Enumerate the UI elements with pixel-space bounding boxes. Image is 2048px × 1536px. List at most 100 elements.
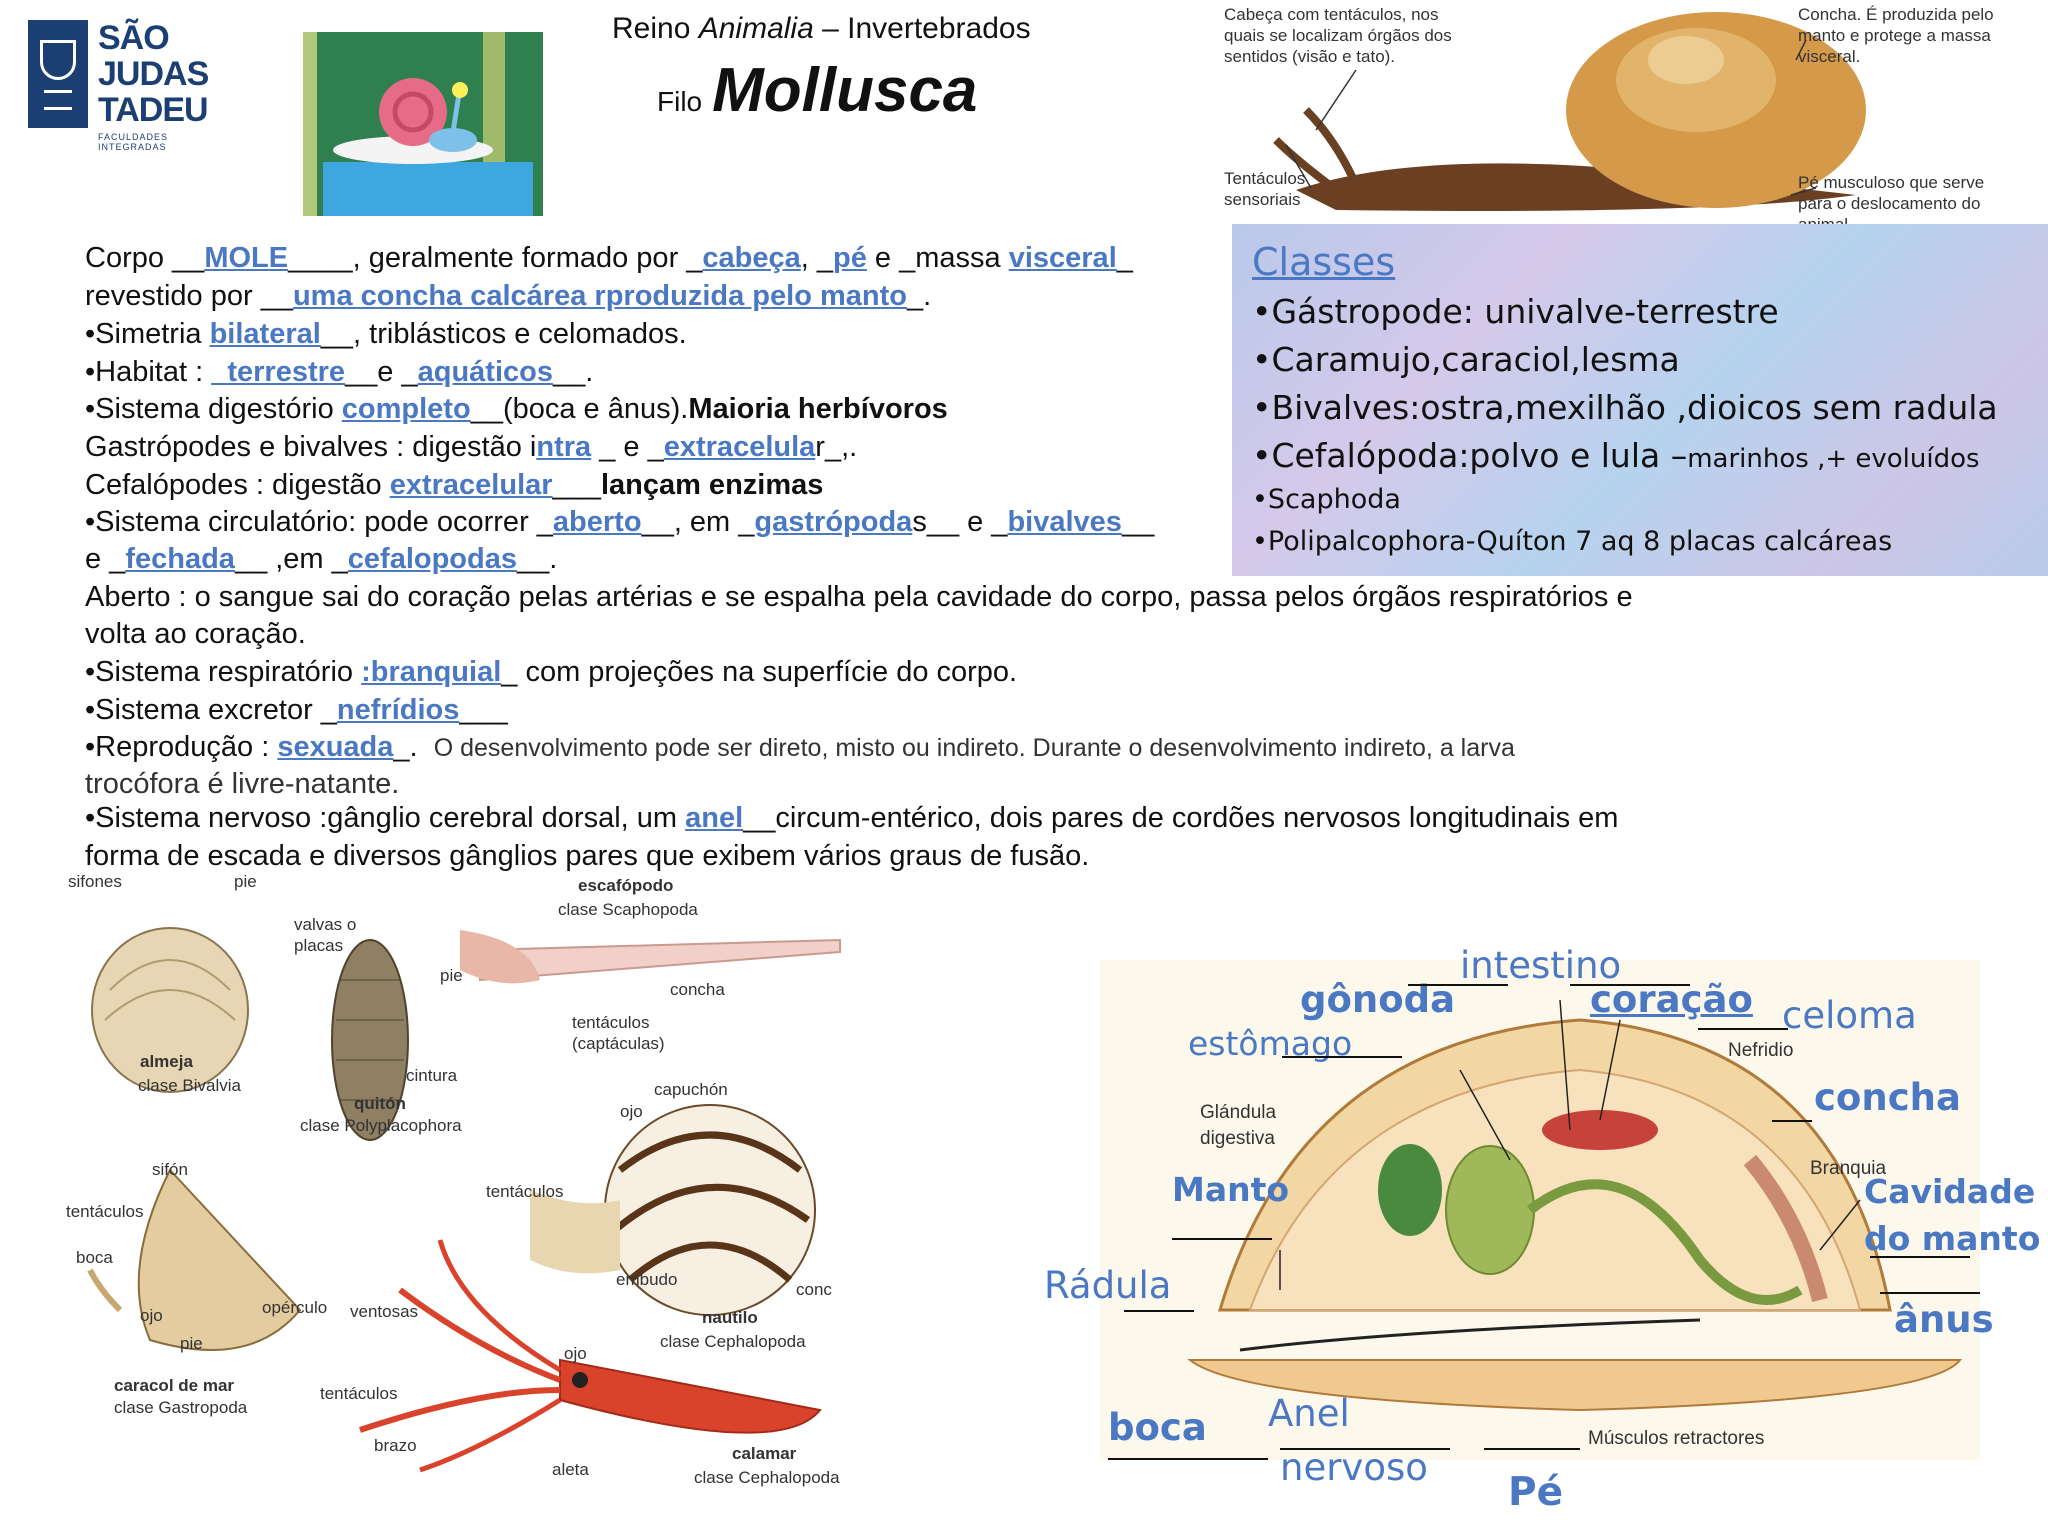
sea-snail-shell (137, 1168, 302, 1351)
mollusc-anatomy-diagram (1100, 960, 1980, 1460)
label-escafopodo-clase: clase Scaphopoda (558, 900, 698, 919)
label-conc: conc (796, 1280, 832, 1299)
text-line-circulatorio: •Sistema circulatório: pode ocorrer _abe… (85, 506, 1155, 538)
squid-arm (437, 1239, 562, 1373)
label-manto: Manto (1172, 1170, 1290, 1209)
class-item: •Cefalópoda:polvo e lula –marinhos ,+ ev… (1252, 436, 1980, 475)
label-anel: Anel (1268, 1392, 1350, 1435)
sea-snail-tentacle (87, 1268, 123, 1313)
squid-mantle (559, 1358, 822, 1434)
gills (1743, 1154, 1828, 1302)
label-capuchon: capuchón (654, 1080, 728, 1099)
logo: SÃO JUDAS TADEU FACULDADES INTEGRADAS (28, 20, 228, 152)
shell (379, 78, 447, 146)
label-nervoso: nervoso (1280, 1446, 1428, 1489)
label-nautilo-clase: clase Cephalopoda (660, 1332, 806, 1351)
tusk-foot (460, 930, 540, 984)
heart (1542, 1110, 1658, 1150)
text-line-respiratorio: •Sistema respiratório :branquial_ com pr… (85, 656, 1018, 688)
class-item: •Scaphoda (1252, 484, 1401, 515)
text-line-corpo: Corpo __MOLE____, geralmente formado por… (85, 242, 1133, 274)
header-kingdom: Reino Animalia – Invertebrados (612, 12, 1031, 46)
text-line-escada: forma de escada e diversos gânglios pare… (85, 840, 1090, 872)
label-escafopodo: escafópodo (578, 876, 674, 895)
label-ventosas: ventosas (350, 1302, 419, 1321)
logo-badge (28, 20, 88, 128)
phylum-label: Filo (657, 86, 703, 117)
snail-drawing (1273, 12, 1866, 211)
label-brazo: brazo (374, 1436, 417, 1455)
nautilus-stripe (617, 1131, 803, 1173)
label-quiton-clase: clase Polyplacophora (300, 1116, 462, 1135)
text-line-nervoso: •Sistema nervoso :gânglio cerebral dorsa… (85, 802, 1619, 834)
classes-title: Classes (1252, 240, 1396, 284)
class-item: •Gástropode: univalve-terrestre (1252, 292, 1779, 331)
leader-line (1315, 69, 1357, 131)
blank-underline (1282, 1056, 1402, 1058)
text-line-simetria: •Simetria bilateral__, triblásticos e ce… (85, 318, 687, 350)
tentacle (1303, 107, 1360, 187)
bamboo (303, 32, 317, 216)
label-intestino: intestino (1460, 944, 1622, 987)
squid-arm (359, 1387, 561, 1433)
leader-line (1459, 1069, 1511, 1161)
label-nautilo: nautilo (702, 1308, 758, 1327)
leader-line (1599, 1019, 1621, 1121)
text-line-digestorio: •Sistema digestório completo__(boca e ân… (85, 393, 948, 425)
shield-icon (40, 40, 76, 80)
leader-line (1795, 39, 1807, 61)
nautilus-stripe (627, 1241, 793, 1283)
blank-underline (1172, 1238, 1272, 1240)
class-item: •Caramujo,caraciol,lesma (1252, 340, 1680, 379)
text-line-volta: volta ao coração. (85, 618, 306, 650)
label-pie-caracol: pie (180, 1334, 203, 1353)
intestine (1526, 1179, 1803, 1305)
blank-underline (1570, 984, 1690, 986)
text-line-aberto: Aberto : o sangue sai do coração pelas a… (85, 581, 1633, 613)
nerve-cord (1239, 1318, 1701, 1352)
label-radula: Rádula (1044, 1264, 1172, 1307)
classes-box: Classes •Gástropode: univalve-terrestre … (1232, 224, 2048, 576)
label-tentaculos-nautilo: tentáculos (486, 1182, 564, 1201)
clam-ridge (109, 959, 231, 991)
blank-underline (1880, 1292, 1980, 1294)
label-tentaculos-captaculas: tentáculos(captáculas) (572, 1013, 665, 1053)
text-line-habitat: •Habitat : _terrestre__e _aquáticos__. (85, 356, 594, 388)
label-caracol: caracol de mar (114, 1376, 235, 1395)
bathtub (323, 162, 533, 216)
clam-ridge (104, 989, 236, 1021)
squid-arm (419, 1397, 562, 1473)
kingdom-suffix: – Invertebrados (813, 12, 1031, 45)
nautilus-tentacles (530, 1190, 620, 1274)
kingdom-name: Animalia (698, 12, 814, 45)
logo-word-2: JUDAS (98, 55, 209, 93)
tentacle (1273, 137, 1339, 194)
label-ojo-nautilo: ojo (620, 1102, 643, 1121)
digestive-gland (1378, 1144, 1442, 1236)
blank-underline (1124, 1310, 1194, 1312)
label-boca-anatomia: boca (1108, 1406, 1207, 1449)
label-ojo-calamar: ojo (564, 1344, 587, 1363)
label-operculo: opérculo (262, 1298, 328, 1317)
label-concha-escafopodo: concha (670, 980, 725, 999)
text-line-trocofora: trocófora é livre-natante. (85, 768, 400, 800)
text-line-fechada: e _fechada__ ,em _cefalopodas__. (85, 543, 558, 575)
shell-apex (1648, 36, 1724, 84)
label-cintura: cintura (406, 1066, 458, 1085)
label-quiton: quitón (354, 1094, 406, 1113)
label-embudo: embudo (616, 1270, 678, 1289)
label-pie-escafopodo: pie (440, 966, 463, 985)
text-line-excretor: •Sistema excretor _nefrídios___ (85, 694, 508, 726)
blank-underline (1698, 1028, 1788, 1030)
label-tentaculos-caracol: tentáculos (66, 1202, 144, 1221)
text-line-revestido: revestido por __uma concha calcárea rpro… (85, 280, 932, 312)
leader-line (1790, 187, 1817, 196)
label-nefridio: Nefridio (1728, 1040, 1794, 1061)
